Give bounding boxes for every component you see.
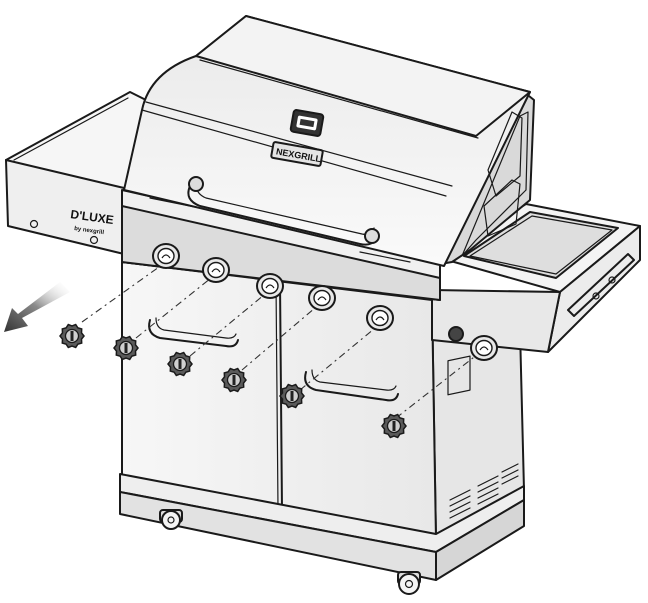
knob-icon [59,323,85,349]
knob-bezel [152,243,180,269]
knob-icon [167,351,193,377]
ignition-button [448,326,464,342]
right-door-handle [304,371,399,402]
loose-knobs [59,323,407,439]
knob-icon [113,335,139,361]
control-panel [121,189,464,342]
caster-left [159,509,183,530]
alignment-lines [81,261,479,419]
knob-icon [381,413,407,439]
side-brand-label: D'LUXE [70,207,115,227]
hood-brand-plate: NEXGRILL [270,141,324,167]
grill-hood: NEXGRILL [123,15,535,267]
left-side-shelf: D'LUXE by nexgrill [5,91,147,255]
side-vents [447,355,519,519]
arrow-down-left-icon [4,282,70,332]
logo-badge-icon [289,109,325,137]
cart-cabinet [119,261,525,581]
knob-icon [221,367,247,393]
knob-icon [279,383,305,409]
right-side-burner [431,203,641,353]
side-brand-sublabel: by nexgrill [74,226,105,236]
caster-right [397,571,421,595]
knob-bezel [308,285,336,311]
knob-bezel [470,335,498,361]
knob-bezel [256,273,284,299]
left-door-handle [148,319,239,348]
knob-bezels [152,243,498,361]
knob-bezel [202,257,230,283]
knob-bezel [366,305,394,331]
